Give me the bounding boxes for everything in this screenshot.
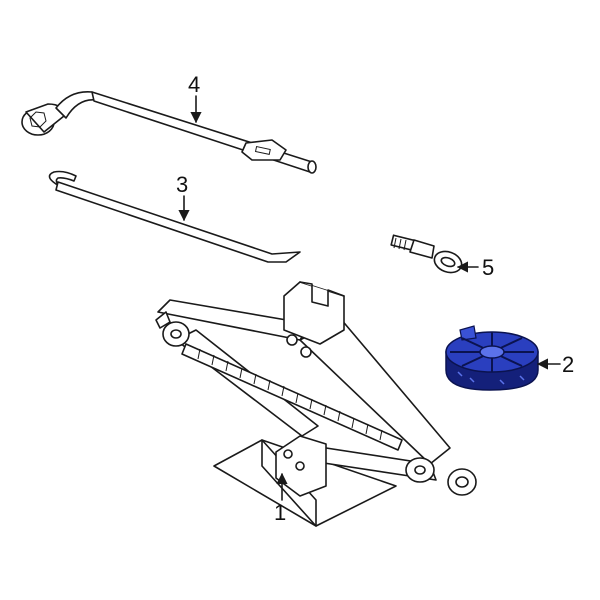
callout-2: 2	[562, 352, 574, 377]
callout-1: 1	[274, 500, 286, 525]
callout-3: 3	[176, 172, 188, 197]
scissor-jack-part[interactable]	[155, 281, 477, 527]
jack-pad-part[interactable]	[445, 325, 539, 391]
tow-hook-part[interactable]	[390, 234, 464, 276]
jack-handle-part[interactable]	[48, 170, 301, 263]
callout-5: 5	[482, 255, 494, 280]
lug-wrench-part[interactable]	[21, 91, 317, 174]
callout-4: 4	[188, 72, 200, 97]
